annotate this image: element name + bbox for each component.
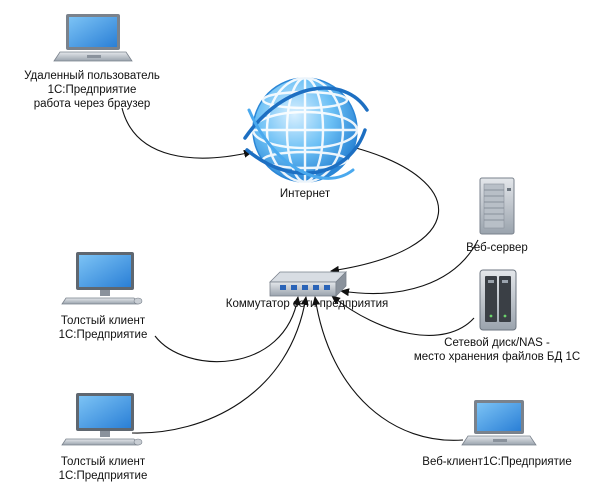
- laptop-icon: [461, 400, 537, 446]
- edge-thick-client-2-to-switch: [131, 296, 309, 434]
- thick-client-1-label: Толстый клиент 1С:Предприятие: [59, 314, 148, 342]
- web-client-label: Веб-клиент1С:Предприятие: [422, 455, 571, 469]
- remote-user-label-line-1: Удаленный пользователь: [24, 70, 160, 82]
- edge-thick-client-1-to-switch: [154, 296, 301, 363]
- nas-icon: [479, 269, 517, 331]
- nas-label-line-1: Сетевой диск/NAS -: [444, 337, 550, 349]
- remote-user-label-line-3: работа через браузер: [33, 98, 151, 110]
- internet-label: Интернет: [280, 187, 330, 201]
- thick-client-1-label-line-2: 1С:Предприятие: [58, 329, 148, 341]
- web-client-label-line-1: Веб-клиент1С:Предприятие: [422, 456, 572, 468]
- thick-client-2-label-line-1: Толстый клиент: [60, 456, 146, 468]
- edge-nas-to-switch: [331, 295, 475, 336]
- edge-web-server-to-switch: [340, 239, 479, 297]
- nas-label: Сетевой диск/NAS - место хранения файлов…: [414, 336, 580, 364]
- edge-web-client-to-switch: [312, 296, 464, 441]
- server-icon: [479, 177, 515, 235]
- globe-icon: [243, 76, 369, 184]
- desktop-computer-icon: [61, 252, 143, 305]
- edge-internet-to-switch: [330, 147, 440, 274]
- laptop-icon: [53, 14, 133, 62]
- network-switch-icon: [269, 271, 347, 297]
- edges: [121, 107, 479, 441]
- thick-client-2-label: Толстый клиент 1С:Предприятие: [59, 455, 148, 483]
- thick-client-2-label-line-2: 1С:Предприятие: [58, 470, 148, 482]
- edge-remote-user-to-internet: [121, 107, 253, 159]
- desktop-computer-icon: [61, 393, 143, 446]
- remote-user-label-line-2: 1С:Предприятие: [47, 84, 137, 96]
- switch-label-line-1: Коммутатор сети предприятия: [225, 298, 389, 310]
- switch-label: Коммутатор сети предприятия: [226, 297, 389, 311]
- thick-client-1-label-line-1: Толстый клиент: [60, 315, 146, 327]
- nas-label-line-2: место хранения файлов БД 1С: [413, 351, 581, 363]
- web-server-label: Веб-сервер: [466, 241, 528, 255]
- web-server-label-line-1: Веб-сервер: [466, 242, 528, 254]
- remote-user-label: Удаленный пользователь 1С:Предприятие ра…: [24, 69, 160, 111]
- internet-label-line-1: Интернет: [279, 188, 331, 200]
